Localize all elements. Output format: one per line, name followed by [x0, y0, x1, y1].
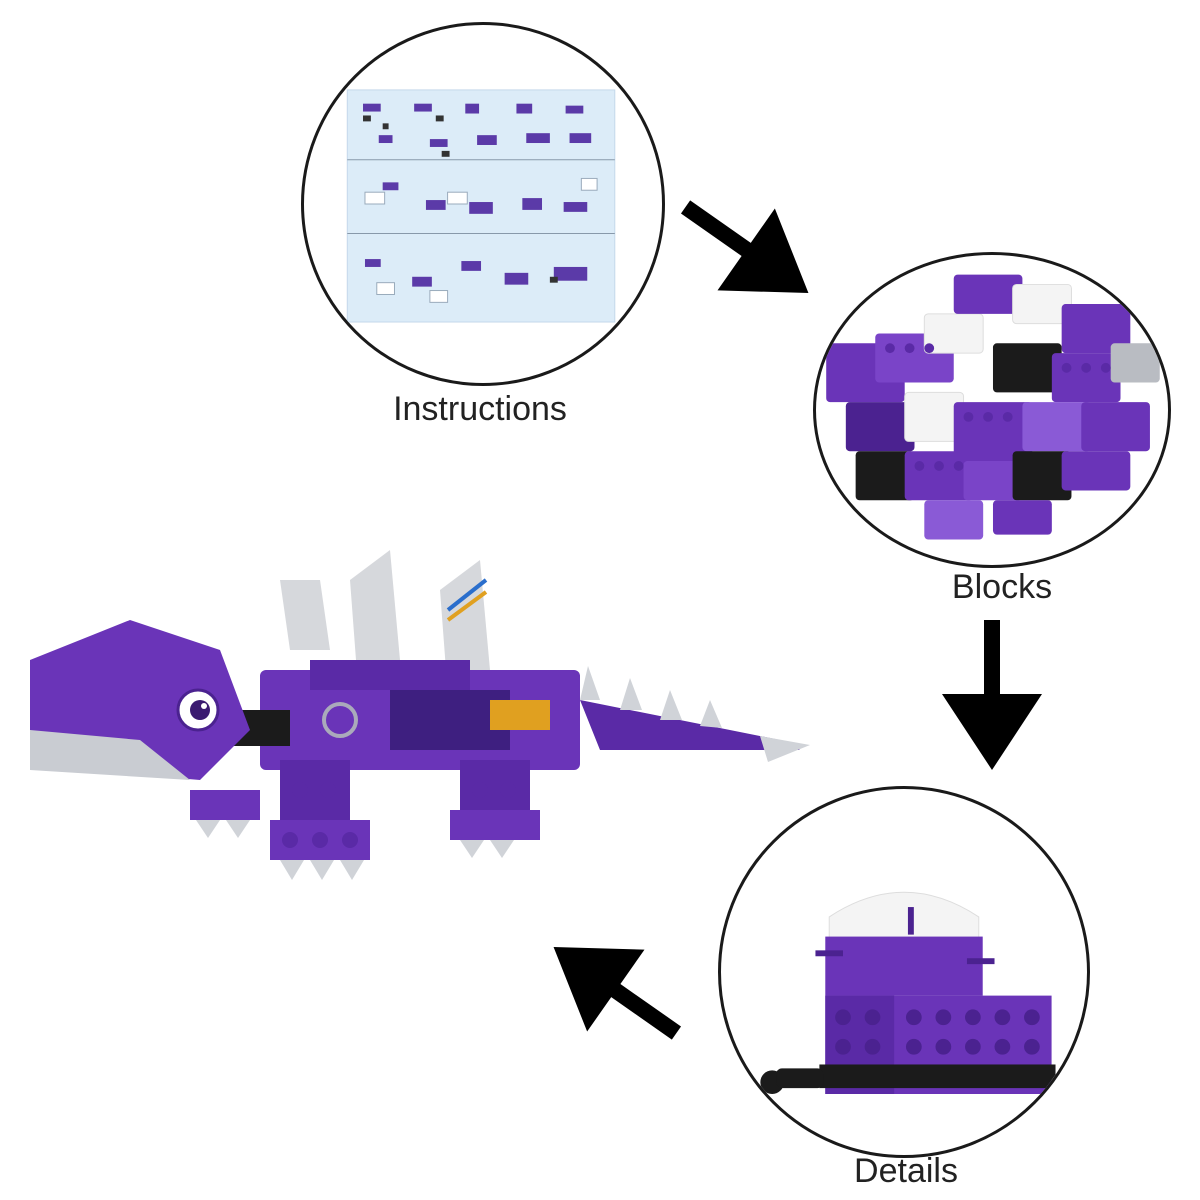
- details-circle: [718, 786, 1090, 1158]
- step-label-blocks: Blocks: [951, 568, 1053, 606]
- stegosaurus-model: [20, 540, 820, 910]
- step-label-details: Details: [854, 1152, 958, 1190]
- assembled-section-image: [760, 891, 1056, 1094]
- blocks-circle: [813, 252, 1171, 568]
- step-label-instructions: Instructions: [393, 390, 567, 428]
- arrow-icon-details-to-model: [540, 940, 690, 1040]
- arrow-icon-instructions-to-blocks: [672, 200, 822, 300]
- loose-blocks-image: [826, 274, 1160, 540]
- instruction-sheet-image: [346, 89, 616, 323]
- arrow-icon-blocks-to-details: [942, 620, 1042, 770]
- instructions-circle: [301, 22, 665, 386]
